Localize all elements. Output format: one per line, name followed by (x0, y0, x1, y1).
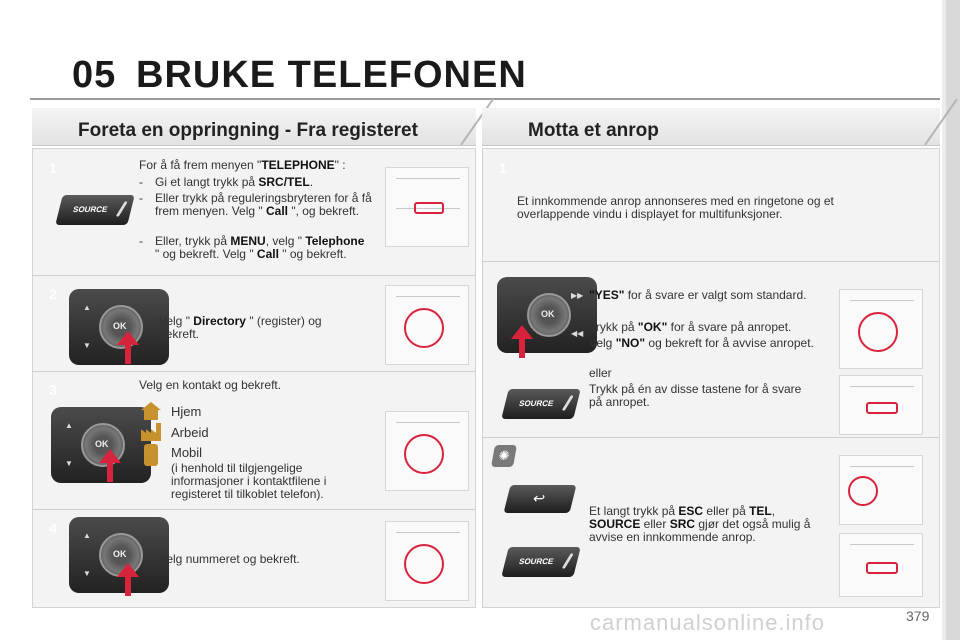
source-button: SOURCE (501, 389, 581, 419)
step-badge: 1 (493, 157, 513, 179)
next-track-icon: ▶▶ (571, 291, 584, 300)
press-arrow-icon (117, 563, 139, 596)
step1-intro: For å få frem menyen "TELEPHONE" : (139, 158, 346, 172)
prev-track-icon: ◀◀ (571, 329, 584, 338)
control-panel-diagram (839, 455, 923, 525)
control-panel-diagram (385, 285, 469, 365)
row-divider (33, 275, 475, 276)
page-edge-rail (942, 0, 960, 640)
label-mobile: Mobil (171, 445, 203, 460)
up-arrow-icon: ▲ (65, 421, 73, 430)
step1-bullet-2: Eller trykk på reguleringsbryteren for å… (155, 191, 372, 218)
row-divider (33, 371, 475, 372)
control-panel-diagram (385, 167, 469, 247)
row-divider (483, 261, 939, 262)
ok-knob-label: OK (95, 439, 109, 449)
step3-text: Velg en kontakt og bekreft. (139, 378, 282, 392)
section-title: Motta et anrop (528, 120, 659, 141)
control-panel-diagram (839, 289, 923, 369)
control-panel-diagram (839, 533, 923, 597)
step-badge: 2 (43, 283, 63, 305)
esc-button: ↩ (503, 485, 577, 513)
reject-long-press-text: Et langt trykk på ESC eller på TEL, SOUR… (589, 504, 811, 544)
ok-knob-control: OK ▲ ▼ (69, 289, 169, 365)
press-arrow-icon (117, 331, 139, 364)
tip-lightbulb-icon: ✺ (491, 445, 517, 467)
down-arrow-icon: ▼ (65, 459, 73, 468)
step1-bullet-1: Gi et langt trykk på SRC/TEL. (155, 175, 314, 189)
source-key-icon (561, 394, 574, 412)
press-arrow-icon (99, 449, 121, 482)
section-header-receive-call: Motta et anrop (482, 108, 940, 146)
press-arrow-icon (511, 325, 533, 358)
home-icon (141, 402, 161, 420)
ok-knob-control: OK ▲ ▼ (69, 517, 169, 593)
esc-back-icon: ↩ (531, 490, 547, 506)
source-button: SOURCE (501, 547, 581, 577)
row-divider (33, 509, 475, 510)
or-text: eller (589, 366, 612, 380)
bullet-dash: - (139, 234, 143, 248)
mobile-phone-icon (144, 444, 158, 466)
step2-text: Velg " Directory " (register) og bekreft… (159, 314, 322, 341)
page-title: BRUKE TELEFONEN (136, 54, 527, 96)
ok-knob-label: OK (541, 309, 555, 319)
control-panel-diagram (385, 411, 469, 491)
section-header-call-from-directory: Foreta en oppringning - Fra registeret (32, 108, 476, 146)
page-number: 379 (906, 608, 930, 624)
answer-ok-text: Trykk på "OK" for å svare på anropet. (589, 320, 792, 334)
reject-no-text: Velg "NO" og bekreft for å avvise anrope… (589, 336, 814, 350)
ok-knob-control: OK ▶▶ ◀◀ (497, 277, 597, 353)
chapter-number: 05 (72, 54, 117, 96)
watermark: carmanualsonline.info (590, 610, 826, 635)
step4-text: Velg nummeret og bekreft. (159, 552, 300, 566)
ok-knob-label: OK (113, 549, 127, 559)
bullet-dash: - (139, 175, 143, 189)
control-panel-diagram (385, 521, 469, 601)
answer-yes-text: "YES" for å svare er valgt som standard. (589, 288, 807, 302)
step-badge: 4 (43, 517, 63, 539)
label-work: Arbeid (171, 425, 209, 440)
right-step1-text: Et innkommende anrop annonseres med en r… (517, 194, 834, 221)
title-rule (30, 98, 940, 100)
down-arrow-icon: ▼ (83, 569, 91, 578)
step-badge: 1 (43, 157, 63, 179)
row-divider (483, 437, 939, 438)
source-button-label: SOURCE (72, 205, 109, 214)
bullet-dash: - (139, 191, 143, 205)
source-button-label: SOURCE (518, 557, 555, 566)
step3-note: (i henhold til tilgjengelige informasjon… (171, 461, 327, 501)
down-arrow-icon: ▼ (83, 341, 91, 350)
up-arrow-icon: ▲ (83, 531, 91, 540)
ok-knob-control: OK ▲ ▼ (51, 407, 151, 483)
control-panel-diagram (839, 375, 923, 435)
step-badge: 3 (43, 379, 63, 401)
label-home: Hjem (171, 404, 202, 419)
source-button-label: SOURCE (518, 399, 555, 408)
source-key-icon (561, 552, 574, 570)
left-panel: 1 SOURCE For å få frem menyen "TELEPHONE… (32, 148, 476, 608)
right-panel: 1 Et innkommende anrop annonseres med en… (482, 148, 940, 608)
up-arrow-icon: ▲ (83, 303, 91, 312)
step1-bullet-3: Eller, trykk på MENU, velg " Telephone "… (155, 234, 365, 261)
answer-keys-text: Trykk på én av disse tastene for å svare… (589, 382, 802, 409)
section-title: Foreta en oppringning - Fra registeret (78, 120, 418, 141)
source-key-icon (115, 200, 128, 218)
ok-knob-label: OK (113, 321, 127, 331)
source-button: SOURCE (55, 195, 135, 225)
